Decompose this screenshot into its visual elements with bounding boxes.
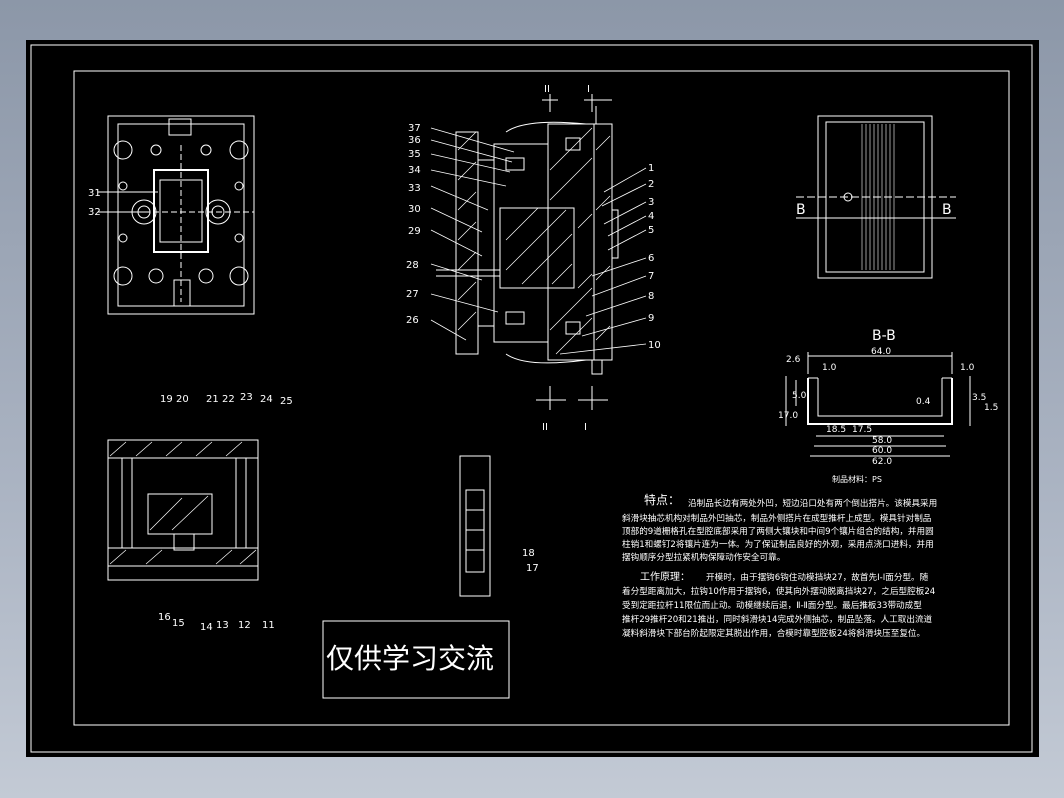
outer-border xyxy=(30,44,1033,753)
features-title: 特点： xyxy=(644,492,680,507)
features-line-2: 斜滑块抽芯机构对制品外凹抽芯，制品外侧搭片在成型推杆上成型。模具针对制品 xyxy=(622,512,931,524)
callout-12: 12 xyxy=(238,620,251,631)
dim-62: 62.0 xyxy=(872,457,892,467)
dim-58: 58.0 xyxy=(872,436,892,446)
principle-line-4: 推杆29推杆20和21推出，同时斜滑块14完成外侧抽芯，制品坠落。人工取出流道 xyxy=(622,613,933,625)
section-mark-top-ii: II xyxy=(544,84,550,95)
features-line-1: 沿制品长边有两处外凹，短边沿口处有两个倒出搭片。该模具采用 xyxy=(688,497,937,509)
principle-line-5: 凝料斜滑块下部台阶起限定其脱出作用，合模时靠型腔板24将斜滑块压至复位。 xyxy=(622,627,925,639)
section-mark-bb-left: B xyxy=(796,202,806,218)
top-right-view xyxy=(796,115,956,279)
features-line-4: 柱销1和螺钉2将镶片连为一体。为了保证制品良好的外观，采用点浇口进料，并用 xyxy=(622,538,934,550)
main-section-view xyxy=(436,106,619,375)
callout-26: 26 xyxy=(406,315,419,326)
drawing-canvas: II I II I B B B-B 37 36 35 34 33 30 29 2… xyxy=(26,40,1039,757)
watermark-text: 仅供学习交流 xyxy=(326,642,494,675)
callout-8: 8 xyxy=(648,291,654,302)
dim-60: 60.0 xyxy=(872,446,892,456)
callout-36: 36 xyxy=(408,135,421,146)
callout-22: 22 xyxy=(222,394,235,405)
section-mark-bottom-i: I xyxy=(584,422,587,433)
callout-16: 16 xyxy=(158,612,171,623)
callout-6: 6 xyxy=(648,253,654,264)
principle-line-3: 受到定距拉杆11限位而止动。动模继续后退，Ⅱ-Ⅱ面分型。最后推板33带动成型 xyxy=(622,599,922,611)
material-label: 制品材料：PS xyxy=(832,474,882,484)
section-mark-bb-right: B xyxy=(942,202,952,218)
dim-5: 5.0 xyxy=(792,391,807,401)
callout-34: 34 xyxy=(408,165,421,176)
callout-2: 2 xyxy=(648,179,654,190)
dim-1-right: 1.0 xyxy=(960,363,975,373)
principle-line-1: 开模时，由于摆钩6钩住动模挡块27，故首先Ⅰ-Ⅰ面分型。随 xyxy=(706,571,929,583)
watermark-box xyxy=(322,620,510,699)
callout-3: 3 xyxy=(648,197,654,208)
lower-section-view xyxy=(107,439,259,581)
callout-35: 35 xyxy=(408,149,421,160)
callout-21: 21 xyxy=(206,394,219,405)
callout-37: 37 xyxy=(408,123,421,134)
callout-29: 29 xyxy=(408,226,421,237)
callout-33: 33 xyxy=(408,183,421,194)
principle-line-2: 着分型距离加大，拉钩10作用于摆钩6，使其向外摆动脱离挡块27，之后型腔板24 xyxy=(622,585,935,597)
dim-0-4: 0.4 xyxy=(916,397,931,407)
dim-18-5: 18.5 xyxy=(826,425,846,435)
dim-17-5: 17.5 xyxy=(852,425,872,435)
callout-15: 15 xyxy=(172,618,185,629)
callout-31: 31 xyxy=(88,188,101,199)
callout-14: 14 xyxy=(200,622,213,633)
callout-9: 9 xyxy=(648,313,654,324)
callout-7: 7 xyxy=(648,271,654,282)
dim-2-6: 2.6 xyxy=(786,355,801,365)
callout-17: 17 xyxy=(526,563,539,574)
dim-3-5: 3.5 xyxy=(972,393,986,403)
section-cut-marks xyxy=(536,94,612,410)
drawing-svg: II I II I B B B-B 37 36 35 34 33 30 29 2… xyxy=(30,44,1033,753)
callout-10: 10 xyxy=(648,340,661,351)
dim-1-5: 1.5 xyxy=(984,403,998,413)
callout-25: 25 xyxy=(280,396,293,407)
callout-5: 5 xyxy=(648,225,654,236)
callout-11: 11 xyxy=(262,620,275,631)
features-line-3: 顶部的9道栅格孔在型腔底部采用了两侧大镶块和中间9个镶片组合的结构，并用圆 xyxy=(622,525,934,537)
features-line-5: 摆钩顺序分型拉紧机构保障动作安全可靠。 xyxy=(622,551,785,563)
bb-section-view xyxy=(785,352,971,457)
callout-28: 28 xyxy=(406,260,419,271)
plan-view xyxy=(98,115,255,315)
callout-30: 30 xyxy=(408,204,421,215)
callout-1: 1 xyxy=(648,163,654,174)
callout-13: 13 xyxy=(216,620,229,631)
callout-23: 23 xyxy=(240,392,253,403)
callout-4: 4 xyxy=(648,211,654,222)
dim-17: 17.0 xyxy=(778,411,798,421)
section-mark-bottom-ii: II xyxy=(542,422,548,433)
callout-18: 18 xyxy=(522,548,535,559)
callout-32: 32 xyxy=(88,207,101,218)
section-mark-top-i: I xyxy=(587,84,590,95)
callout-19: 19 xyxy=(160,394,173,405)
inner-border xyxy=(73,70,1010,726)
dim-1-left: 1.0 xyxy=(822,363,837,373)
bb-section-title: B-B xyxy=(872,328,896,344)
callout-20: 20 xyxy=(176,394,189,405)
dim-64: 64.0 xyxy=(871,347,891,357)
callout-24: 24 xyxy=(260,394,273,405)
detail-view xyxy=(459,455,491,597)
leader-lines xyxy=(430,127,647,355)
callout-27: 27 xyxy=(406,289,419,300)
principle-title: 工作原理： xyxy=(640,571,690,583)
